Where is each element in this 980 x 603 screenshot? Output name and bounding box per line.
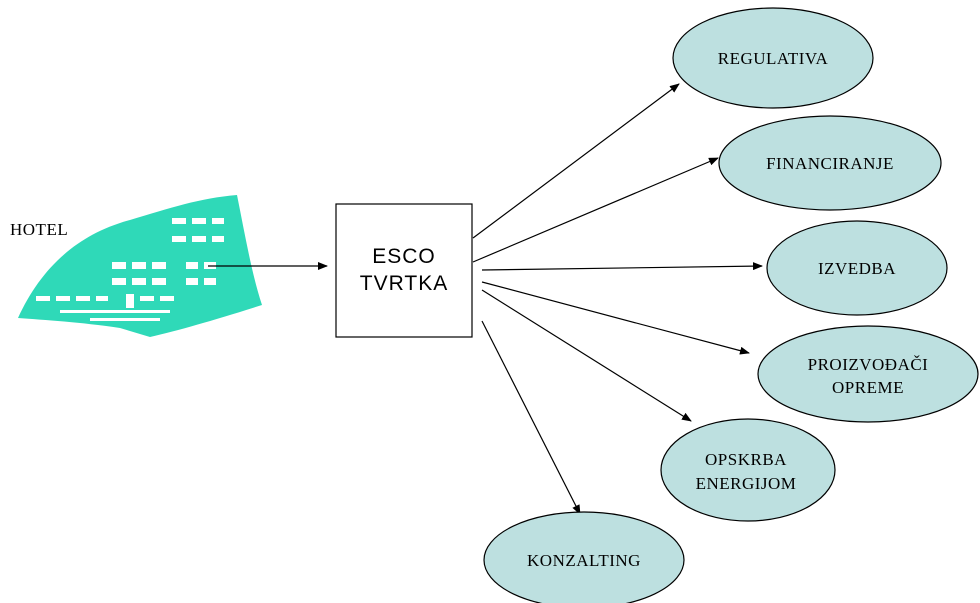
esco-line2: TVRTKA [360, 272, 448, 295]
node-regulativa: REGULATIVA [672, 7, 874, 109]
proizvodaci-label-1: PROIZVOĐAČI [808, 355, 929, 374]
node-izvedba: IZVEDBA [766, 220, 948, 316]
arrow-to-konzalting [481, 320, 581, 515]
izvedba-label: IZVEDBA [818, 259, 896, 278]
arrow-to-proizvodaci [481, 281, 750, 355]
esco-line1: ESCO [372, 245, 436, 268]
proizvodaci-label-2: OPREME [832, 378, 904, 397]
node-proizvodaci: PROIZVOĐAČI OPREME [757, 325, 979, 423]
arrow-to-izvedba [481, 262, 763, 271]
node-konzalting: KONZALTING [483, 511, 685, 603]
esco-box [335, 203, 473, 338]
arrow-to-financiranje [472, 157, 719, 263]
opskrba-label-1: OPSKRBA [705, 450, 787, 469]
node-financiranje: FINANCIRANJE [718, 115, 942, 211]
node-opskrba: OPSKRBA ENERGIJOM [660, 418, 836, 522]
hotel-label: HOTEL [10, 220, 68, 239]
opskrba-label-2: ENERGIJOM [696, 474, 797, 493]
konzalting-label: KONZALTING [527, 551, 641, 570]
arrow-to-opskrba [481, 289, 692, 422]
hotel-icon [18, 195, 262, 337]
financiranje-label: FINANCIRANJE [766, 154, 894, 173]
regulativa-label: REGULATIVA [718, 49, 829, 68]
arrow-to-regulativa [472, 83, 680, 239]
